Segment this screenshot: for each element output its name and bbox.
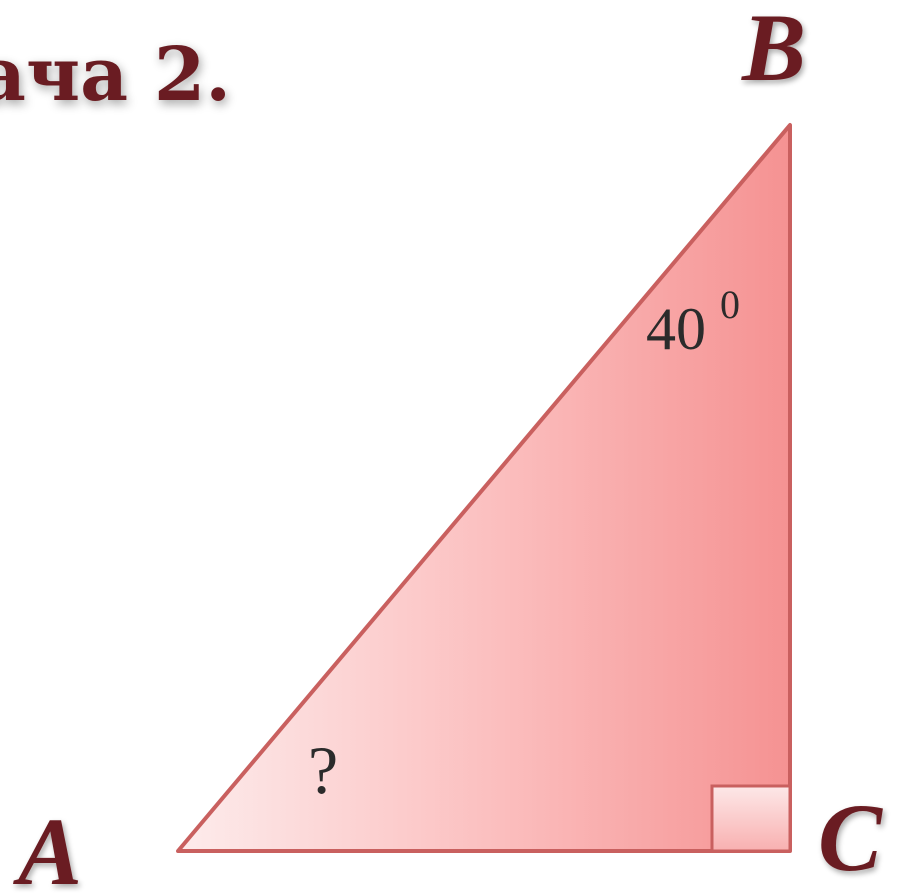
right-triangle: [176, 123, 792, 853]
task-title: ача 2.: [0, 32, 231, 118]
vertex-label-b: B: [741, 0, 806, 101]
vertex-label-a: A: [13, 798, 82, 893]
angle-a-unknown: ?: [308, 732, 338, 808]
angle-b-value: 40: [646, 296, 706, 362]
vertex-label-c: C: [818, 784, 883, 891]
right-angle-marker: [710, 784, 792, 853]
angle-b-degree-mark: 0: [720, 282, 740, 327]
